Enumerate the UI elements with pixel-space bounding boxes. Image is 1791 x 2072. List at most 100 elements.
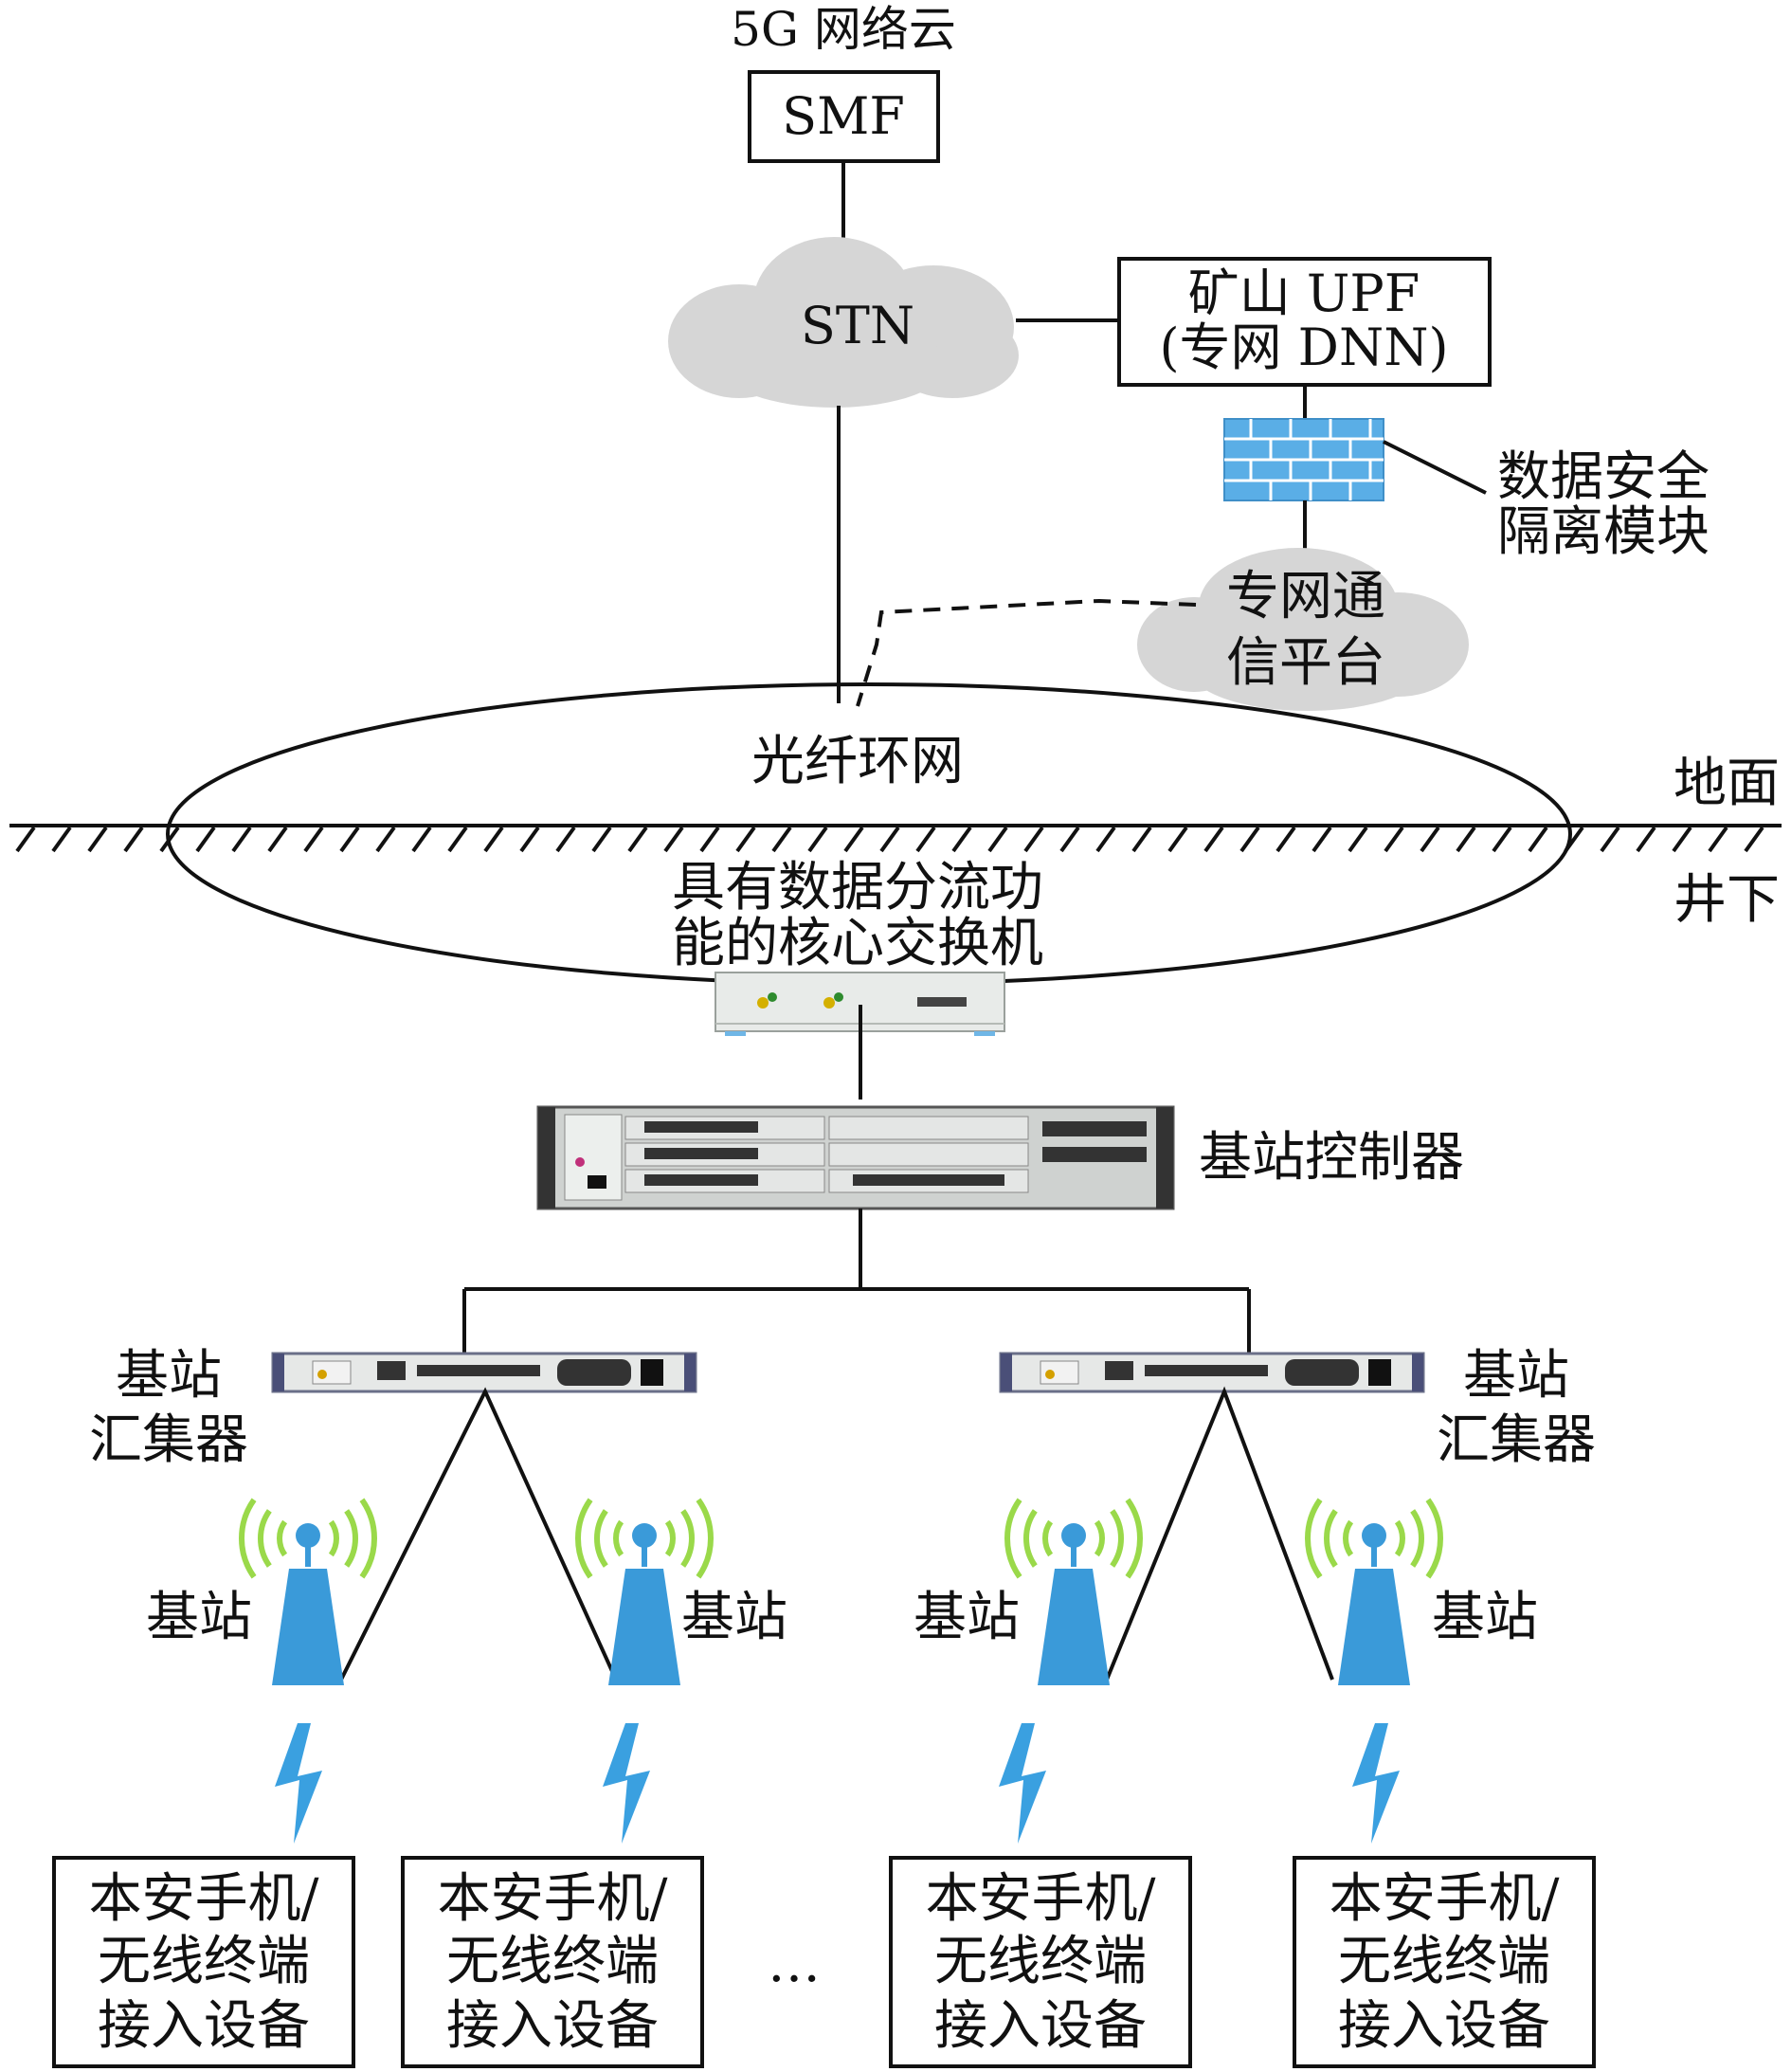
platform-label-line2: 信平台 (1226, 632, 1385, 694)
signal-arc (1042, 1519, 1054, 1557)
ground-hatch-mark (663, 826, 684, 853)
ground-hatch-mark (1744, 826, 1764, 853)
terminal-box-1: 本安手机/ 无线终端 接入设备 (52, 1856, 355, 2068)
signal-arc (664, 1519, 676, 1557)
ground-hatch-mark (339, 826, 360, 853)
core-switch-label-line1: 具有数据分流功 (672, 857, 1043, 918)
signal-arc (1305, 1498, 1323, 1579)
upf-label-line1: 矿山 UPF (1188, 264, 1420, 323)
signal-arc (239, 1498, 257, 1579)
platform-ring-dashed-link (856, 598, 1197, 707)
ground-hatch-mark (699, 826, 720, 853)
terminal-4-line2: 无线终端 (1338, 1931, 1550, 1992)
ground-hatch-mark (51, 826, 72, 853)
signal-arc (1324, 1509, 1338, 1568)
aggregator-right-label-line1: 基站 (1463, 1345, 1569, 1407)
isolation-label-line2: 隔离模块 (1497, 501, 1710, 563)
ground-hatch-mark (123, 826, 144, 853)
wireless-link-icon (275, 1723, 322, 1844)
terminal-1-line2: 无线终端 (98, 1931, 310, 1992)
ground-hatch-mark (1203, 826, 1224, 853)
aggregator-right-links (1105, 1386, 1334, 1681)
base-station-label-1: 基站 (146, 1587, 252, 1648)
ground-hatch-mark (1492, 826, 1512, 853)
firewall-icon (1223, 418, 1384, 501)
signal-arc (1023, 1509, 1038, 1568)
signal-arc (594, 1509, 608, 1568)
ground-hatch-mark (1167, 826, 1188, 853)
ground-hatch-mark (1023, 826, 1044, 853)
terminal-box-2: 本安手机/ 无线终端 接入设备 (401, 1856, 704, 2068)
ground-hatch-mark (411, 826, 432, 853)
private-platform-cloud (1137, 548, 1469, 711)
antenna-icon (1305, 1498, 1443, 1685)
terminal-box-4: 本安手机/ 无线终端 接入设备 (1293, 1856, 1596, 2068)
isolation-callout-line (1383, 440, 1487, 495)
ground-hatch-mark (483, 826, 504, 853)
ground-hatch-mark (1528, 826, 1548, 853)
signal-arc (277, 1519, 288, 1557)
antenna-head (1362, 1523, 1386, 1548)
ground-hatch-mark (1384, 826, 1404, 853)
signal-arc (344, 1509, 358, 1568)
ground-hatch-mark (1059, 826, 1080, 853)
signal-arc (1410, 1509, 1424, 1568)
signal-arc (1110, 1509, 1124, 1568)
terminal-3-line3: 接入设备 (934, 1995, 1147, 2057)
wireless-link-icon (1352, 1723, 1400, 1844)
smf-label: SMF (782, 86, 905, 146)
terminal-1-line1: 本安手机/ (89, 1868, 319, 1930)
bs-controller-device (536, 1105, 1175, 1210)
antenna-icon (239, 1498, 377, 1685)
terminal-3-line1: 本安手机/ (926, 1868, 1156, 1930)
base-station-label-2: 基站 (681, 1587, 787, 1648)
antenna-mast (305, 1538, 311, 1567)
antenna-head (296, 1523, 320, 1548)
signal-arc (1004, 1498, 1022, 1579)
bs-controller-label: 基站控制器 (1199, 1127, 1464, 1189)
signal-arc (1125, 1498, 1143, 1579)
signal-arc (258, 1509, 272, 1568)
ground-hatch-mark (1239, 826, 1260, 853)
stn-cloud (668, 237, 1019, 408)
terminal-4-line3: 接入设备 (1338, 1995, 1550, 2057)
aggregator-right-label-line2: 汇集器 (1437, 1409, 1596, 1471)
ground-line (9, 824, 1782, 853)
smf-box (748, 70, 940, 163)
signal-arc (1094, 1519, 1105, 1557)
upf-label-line2: (专网 DNN) (1159, 318, 1448, 377)
terminal-2-line3: 接入设备 (446, 1995, 659, 2057)
platform-label-line1: 专网通 (1226, 566, 1385, 627)
terminal-1-line3: 接入设备 (98, 1995, 310, 2057)
signal-arc (1394, 1519, 1405, 1557)
ground-hatch-mark (1636, 826, 1656, 853)
aggregator-left-links (339, 1387, 618, 1681)
ground-hatch-mark (735, 826, 756, 853)
ground-hatch-mark (87, 826, 108, 853)
aggregator-left-device (271, 1352, 697, 1393)
antenna-head (1061, 1523, 1086, 1548)
antenna-tower (272, 1569, 344, 1685)
antenna-tower (608, 1569, 680, 1685)
ground-hatch-mark (375, 826, 396, 853)
core-switch-label-line2: 能的核心交换机 (672, 913, 1043, 974)
terminal-3-line2: 无线终端 (934, 1931, 1147, 1992)
antenna-icon (1004, 1498, 1143, 1685)
ground-hatch-mark (1672, 826, 1692, 853)
signal-arc (359, 1498, 377, 1579)
ground-hatch-mark (915, 826, 936, 853)
ground-hatch-mark (159, 826, 180, 853)
ground-hatch-mark (1420, 826, 1440, 853)
ground-hatch-mark (1275, 826, 1296, 853)
ground-hatch-mark (843, 826, 864, 853)
ground-hatch-mark (519, 826, 540, 853)
fiber-ring-label: 光纤环网 (751, 731, 964, 792)
ground-hatch-mark (591, 826, 612, 853)
upf-box (1117, 257, 1492, 387)
base-station-label-3: 基站 (914, 1587, 1020, 1648)
ground-hatch-mark (447, 826, 468, 853)
ground-hatch-mark (1564, 826, 1584, 853)
terminal-4-line1: 本安手机/ (1330, 1868, 1560, 1930)
ground-hatch-mark (1600, 826, 1620, 853)
